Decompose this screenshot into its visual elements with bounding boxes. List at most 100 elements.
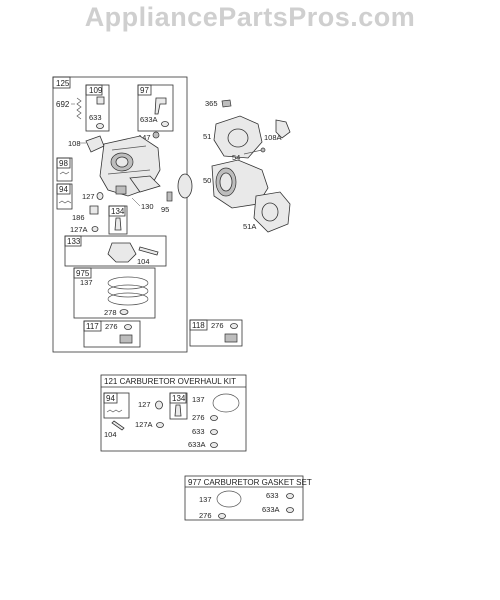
label-97: 97 (140, 86, 149, 95)
part-97-screw (154, 97, 167, 115)
part-137-ring-b (107, 284, 149, 298)
label-108: 108 (68, 139, 81, 148)
part-137-ring-a (107, 276, 149, 290)
part-133-float (107, 242, 137, 263)
box-109-tag (85, 84, 103, 96)
carburetor-body (99, 135, 161, 197)
assembly-125-tag (52, 76, 71, 89)
label-975: 975 (76, 269, 90, 278)
part-186 (89, 205, 99, 215)
part-137-ring-c (107, 292, 149, 306)
label-365: 365 (205, 99, 218, 108)
label-104: 104 (137, 257, 150, 266)
assembly-125-frame (52, 76, 188, 353)
box-133-tag (64, 235, 82, 247)
part-633A (161, 121, 169, 127)
box-97 (137, 84, 174, 132)
label-133: 133 (67, 237, 81, 246)
box-94-tag (56, 183, 71, 195)
label-278: 278 (104, 308, 117, 317)
label-117: 117 (86, 322, 99, 331)
kit-label-137: 137 (192, 395, 205, 404)
part-147 (152, 131, 160, 139)
kit-label-134: 134 (172, 394, 186, 403)
kit-label-94: 94 (106, 394, 115, 403)
box-117-tag (83, 320, 102, 332)
box-98-tag (56, 157, 71, 169)
part-98 (59, 171, 70, 175)
part-278 (119, 309, 129, 315)
label-118-276: 276 (211, 321, 224, 330)
intake-parts: 365 51 108A 54 50 51A (203, 99, 291, 233)
kit-label-104: 104 (104, 430, 117, 439)
part-54-screw (243, 149, 263, 155)
label-633A: 633A (140, 115, 158, 124)
gasket-label-633A: 633A (262, 505, 280, 514)
kit-box-134-tag (169, 392, 187, 404)
box-118 (189, 319, 243, 347)
label-692: 692 (56, 100, 70, 109)
part-127A (91, 226, 99, 232)
box-118-group: 118 276 (189, 319, 243, 347)
label-54: 54 (232, 153, 240, 162)
part-109-cap (96, 96, 105, 105)
label-130: 130 (141, 202, 154, 211)
box-118-tag (189, 319, 208, 331)
overhaul-kit-frame (100, 374, 247, 452)
kit-label-633: 633 (192, 427, 205, 436)
part-117-plug (119, 334, 133, 344)
part-276-washer (124, 324, 132, 330)
gasket-set-title: 977 CARBURETOR GASKET SET (188, 478, 312, 487)
box-975-tag (73, 267, 92, 279)
assembly-125: 125 692 109 633 97 633A 147 108 (52, 76, 193, 353)
part-134 (114, 217, 122, 231)
box-975 (73, 267, 156, 319)
kit-label-127: 127 (138, 400, 151, 409)
label-276: 276 (105, 322, 118, 331)
label-147: 147 (138, 133, 151, 142)
box-133 (64, 235, 167, 267)
part-95 (166, 191, 173, 202)
site-watermark: AppliancePartsPros.com (84, 2, 416, 32)
label-94: 94 (59, 185, 68, 194)
kit-label-276: 276 (192, 413, 205, 422)
label-50: 50 (203, 176, 211, 185)
part-118-plug (224, 333, 238, 343)
kit-box-94-tag (103, 392, 118, 404)
part-94 (58, 200, 72, 204)
part-365 (221, 99, 232, 108)
box-117 (83, 320, 141, 348)
part-633 (96, 123, 104, 129)
label-186: 186 (72, 213, 85, 222)
label-51A: 51A (243, 222, 256, 231)
box-134-tag (108, 205, 126, 217)
gasket-label-633: 633 (266, 491, 279, 500)
label-127A: 127A (70, 225, 88, 234)
gasket-set: 977 CARBURETOR GASKET SET 137 633 276 63… (184, 475, 312, 521)
label-134: 134 (111, 207, 125, 216)
part-gasket-right (177, 173, 193, 199)
overhaul-kit-title: 121 CARBURETOR OVERHAUL KIT (104, 377, 236, 386)
label-633: 633 (89, 113, 102, 122)
label-109: 109 (89, 86, 103, 95)
label-108A: 108A (264, 133, 282, 142)
gasket-set-frame (184, 475, 304, 521)
gasket-label-137: 137 (199, 495, 212, 504)
label-98: 98 (59, 159, 68, 168)
label-51: 51 (203, 132, 211, 141)
label-95: 95 (161, 205, 169, 214)
part-127 (96, 192, 104, 200)
label-127: 127 (82, 192, 95, 201)
label-137: 137 (80, 278, 93, 287)
kit-label-127A: 127A (135, 420, 153, 429)
box-97-tag (137, 84, 152, 96)
label-125: 125 (56, 79, 70, 88)
spring-692 (76, 97, 82, 120)
part-108 (85, 135, 105, 153)
overhaul-kit: 121 CARBURETOR OVERHAUL KIT 94 127 134 1… (100, 374, 247, 452)
part-108A (275, 119, 291, 139)
kit-label-633A: 633A (188, 440, 206, 449)
gasket-label-276: 276 (199, 511, 212, 520)
label-118: 118 (192, 321, 205, 330)
